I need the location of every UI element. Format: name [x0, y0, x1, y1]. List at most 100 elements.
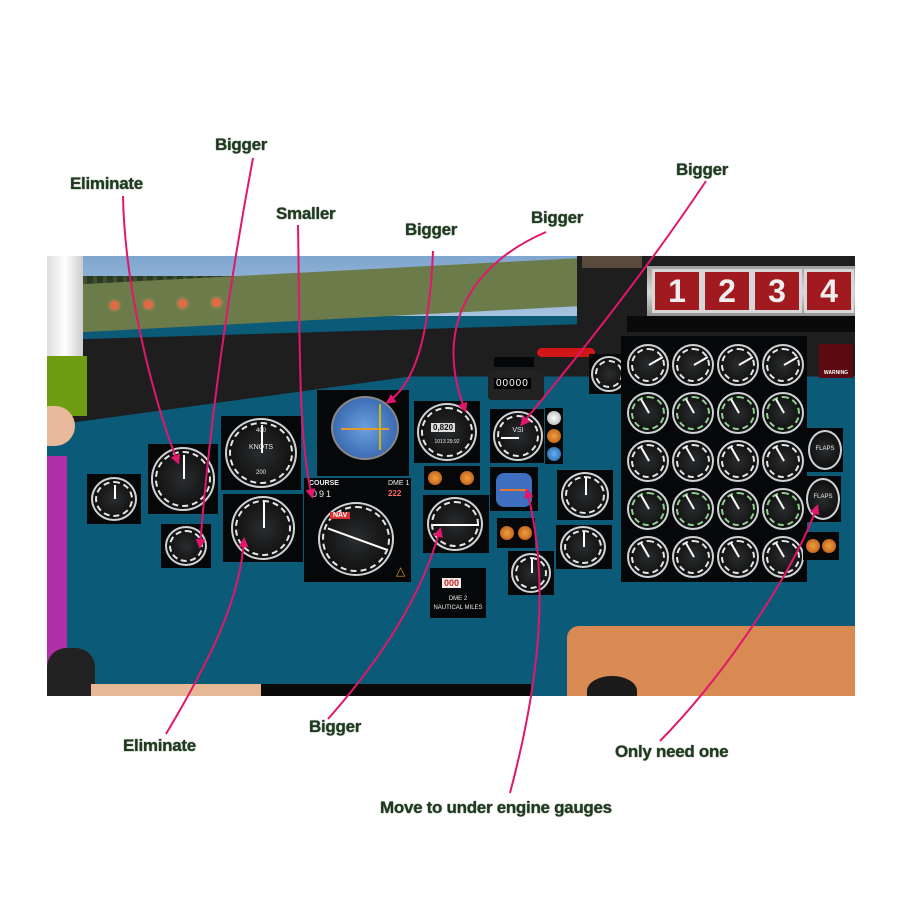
attitude-ball[interactable]	[331, 396, 399, 460]
annotation-smaller: Smaller	[276, 204, 336, 223]
warning-lamp[interactable]	[500, 526, 514, 540]
airspeed-tick: 200	[255, 470, 266, 476]
counter-panel: 00000	[488, 370, 544, 400]
yoke[interactable]	[47, 648, 95, 696]
hsi-course-value[interactable]: 091	[312, 489, 334, 499]
warning-lamp[interactable]	[806, 539, 820, 553]
engine-4-rpm-gauge[interactable]	[762, 392, 804, 434]
annotation-move: Move to under engine gauges	[380, 798, 612, 817]
throttle-knob[interactable]	[587, 676, 637, 696]
warning-lamp[interactable]	[518, 526, 532, 540]
cabin-alt-gauge[interactable]	[560, 526, 606, 568]
engine-4-egt-gauge[interactable]	[762, 440, 804, 482]
engine-card-3[interactable]: 3	[752, 269, 802, 313]
engine-1-egt-gauge[interactable]	[627, 440, 669, 482]
lamp-panel-2	[497, 518, 535, 548]
engine-4-fuel-flow-gauge[interactable]	[762, 488, 804, 530]
clock-gauge[interactable]	[91, 477, 137, 521]
engine-1-rpm-gauge[interactable]	[627, 392, 669, 434]
runway-light	[212, 298, 221, 307]
airspeed-tick: 400	[255, 428, 266, 434]
runway-light	[144, 300, 153, 309]
red-handle[interactable]	[537, 348, 595, 357]
warning-lamp[interactable]	[428, 471, 442, 485]
hsi-dme-value: 222	[388, 489, 402, 498]
floor-center	[261, 684, 531, 696]
cockpit-scene: 1 2 3 4 KNOTS 400 200 COURSE 091 DME 1 2…	[47, 256, 855, 696]
engine-2-fuel-flow-gauge[interactable]	[672, 488, 714, 530]
flaps-lamp-panel	[803, 532, 839, 560]
altimeter-gauge[interactable]	[151, 447, 215, 511]
blue-lamp[interactable]	[547, 447, 561, 461]
warning-triangle-icon: △	[396, 564, 406, 578]
annotation-bigger-4: Bigger	[676, 160, 729, 179]
vsi-label: VSI	[512, 427, 524, 434]
gear-warning-panel: WARNING	[819, 344, 853, 378]
altimeter-right-gauge[interactable]: 0,820 1013 29.92	[417, 403, 477, 461]
engine-strip-base	[627, 316, 855, 332]
engine-2-pressure-ratio-gauge[interactable]	[672, 344, 714, 386]
engine-3-fuel-used-gauge[interactable]	[717, 536, 759, 578]
flaps-gauge-1[interactable]: FLAPS	[808, 430, 842, 470]
overhead-edge	[582, 256, 642, 268]
engine-3-egt-gauge[interactable]	[717, 440, 759, 482]
annotation-only-one: Only need one	[615, 742, 729, 761]
airspeed-label: KNOTS	[248, 444, 274, 451]
annotation-eliminate-bottom: Eliminate	[123, 736, 196, 755]
turn-coordinator-gauge[interactable]	[165, 526, 207, 566]
tas-gauge[interactable]	[561, 472, 609, 518]
engine-card-1[interactable]: 1	[652, 269, 702, 313]
annotation-bigger-5: Bigger	[309, 717, 362, 736]
white-lamp[interactable]	[547, 411, 561, 425]
vsi-gauge[interactable]: VSI	[493, 411, 543, 461]
turn-coordinator-panel	[161, 524, 211, 568]
annotation-bigger-1: Bigger	[215, 135, 268, 154]
gear-warning-label: WARNING	[823, 370, 849, 376]
flaps-panel-1: FLAPS	[807, 428, 843, 472]
standby-attitude-gauge[interactable]	[496, 473, 532, 507]
engine-4-fuel-used-gauge[interactable]	[762, 536, 804, 578]
hsi-gauge[interactable]: NAV	[318, 502, 394, 576]
adf-panel	[223, 494, 303, 562]
engine-card-4[interactable]: 4	[804, 269, 854, 313]
runway-light	[110, 301, 119, 310]
engine-1-pressure-ratio-gauge[interactable]	[627, 344, 669, 386]
annotation-bigger-3: Bigger	[531, 208, 584, 227]
engine-1-fuel-used-gauge[interactable]	[627, 536, 669, 578]
cabin-alt-panel	[556, 525, 612, 569]
flaps-panel-2: FLAPS	[805, 476, 841, 522]
airspeed-panel: KNOTS 400 200	[221, 416, 301, 490]
flaps-label: FLAPS	[815, 446, 835, 452]
flaps-gauge-2[interactable]: FLAPS	[806, 478, 840, 520]
amber-lamp[interactable]	[547, 429, 561, 443]
status-lamps	[545, 408, 563, 464]
engine-2-fuel-used-gauge[interactable]	[672, 536, 714, 578]
engine-3-rpm-gauge[interactable]	[717, 392, 759, 434]
altimeter-digital: 0,820	[431, 423, 456, 432]
counter-value: 00000	[494, 378, 531, 389]
small-gauge-panel	[508, 551, 554, 595]
altimeter-panel	[148, 444, 218, 514]
engine-4-pressure-ratio-gauge[interactable]	[762, 344, 804, 386]
floor-left	[91, 684, 261, 696]
flaps-label: FLAPS	[813, 494, 833, 500]
small-gauge[interactable]	[511, 553, 551, 593]
annotation-bigger-2: Bigger	[405, 220, 458, 239]
engine-1-fuel-flow-gauge[interactable]	[627, 488, 669, 530]
vsi-panel: VSI	[490, 409, 544, 463]
engine-3-pressure-ratio-gauge[interactable]	[717, 344, 759, 386]
clock-panel	[87, 474, 141, 524]
airspeed-gauge[interactable]: KNOTS 400 200	[225, 418, 297, 488]
adf-gauge[interactable]	[231, 496, 295, 560]
engine-2-egt-gauge[interactable]	[672, 440, 714, 482]
dme2-panel: 000 DME 2 NAUTICAL MILES	[430, 568, 486, 618]
engine-3-fuel-flow-gauge[interactable]	[717, 488, 759, 530]
hsi-dme-label: DME 1	[388, 480, 410, 487]
warning-lamp[interactable]	[460, 471, 474, 485]
engine-2-rpm-gauge[interactable]	[672, 392, 714, 434]
engine-card-2[interactable]: 2	[702, 269, 752, 313]
rmi-gauge[interactable]	[427, 497, 483, 551]
hsi-mode: NAV	[330, 512, 351, 519]
attitude-panel	[317, 390, 409, 476]
warning-lamp[interactable]	[822, 539, 836, 553]
